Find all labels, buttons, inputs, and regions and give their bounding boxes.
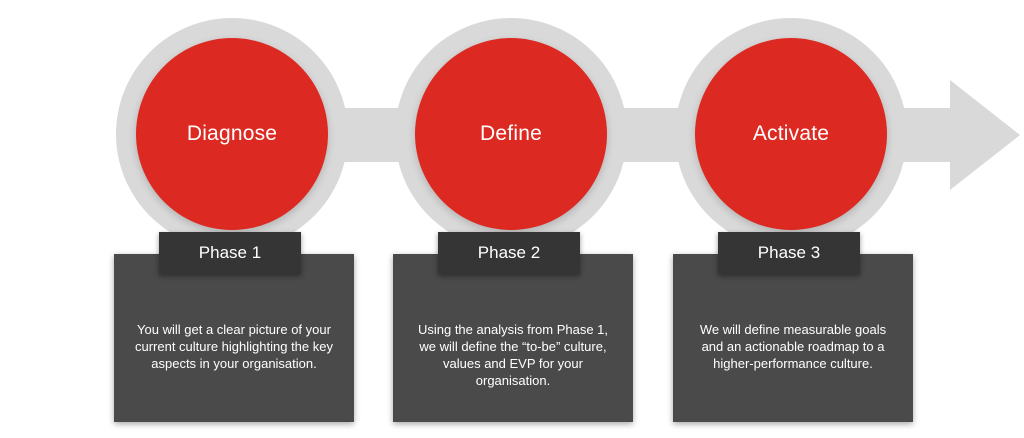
phase-3-description-box: We will define measurable goals and an a… [673,254,913,422]
phase-1-description: You will get a clear picture of your cur… [134,322,333,371]
phase-2: Define Using the analysis from Phase 1, … [393,0,633,438]
phase-2-title: Define [480,122,542,145]
phase-3: Activate We will define measurable goals… [673,0,913,438]
phase-3-title: Activate [752,122,830,145]
phase-2-tab: Phase 2 [438,232,580,274]
phase-2-description: Using the analysis from Phase 1, we will… [417,322,609,388]
phase-2-circle: Define [415,38,607,230]
phase-1-circle: Diagnose [136,38,328,230]
phase-1-title: Diagnose [186,122,278,145]
phase-1-tab: Phase 1 [159,232,301,274]
phase-3-circle: Activate [695,38,887,230]
phase-3-tab: Phase 3 [718,232,860,274]
arrow-head [950,80,1020,190]
phase-1: Diagnose You will get a clear picture of… [114,0,354,438]
phase-1-description-box: You will get a clear picture of your cur… [114,254,354,422]
phase-2-description-box: Using the analysis from Phase 1, we will… [393,254,633,422]
phase-3-description: We will define measurable goals and an a… [699,322,887,371]
